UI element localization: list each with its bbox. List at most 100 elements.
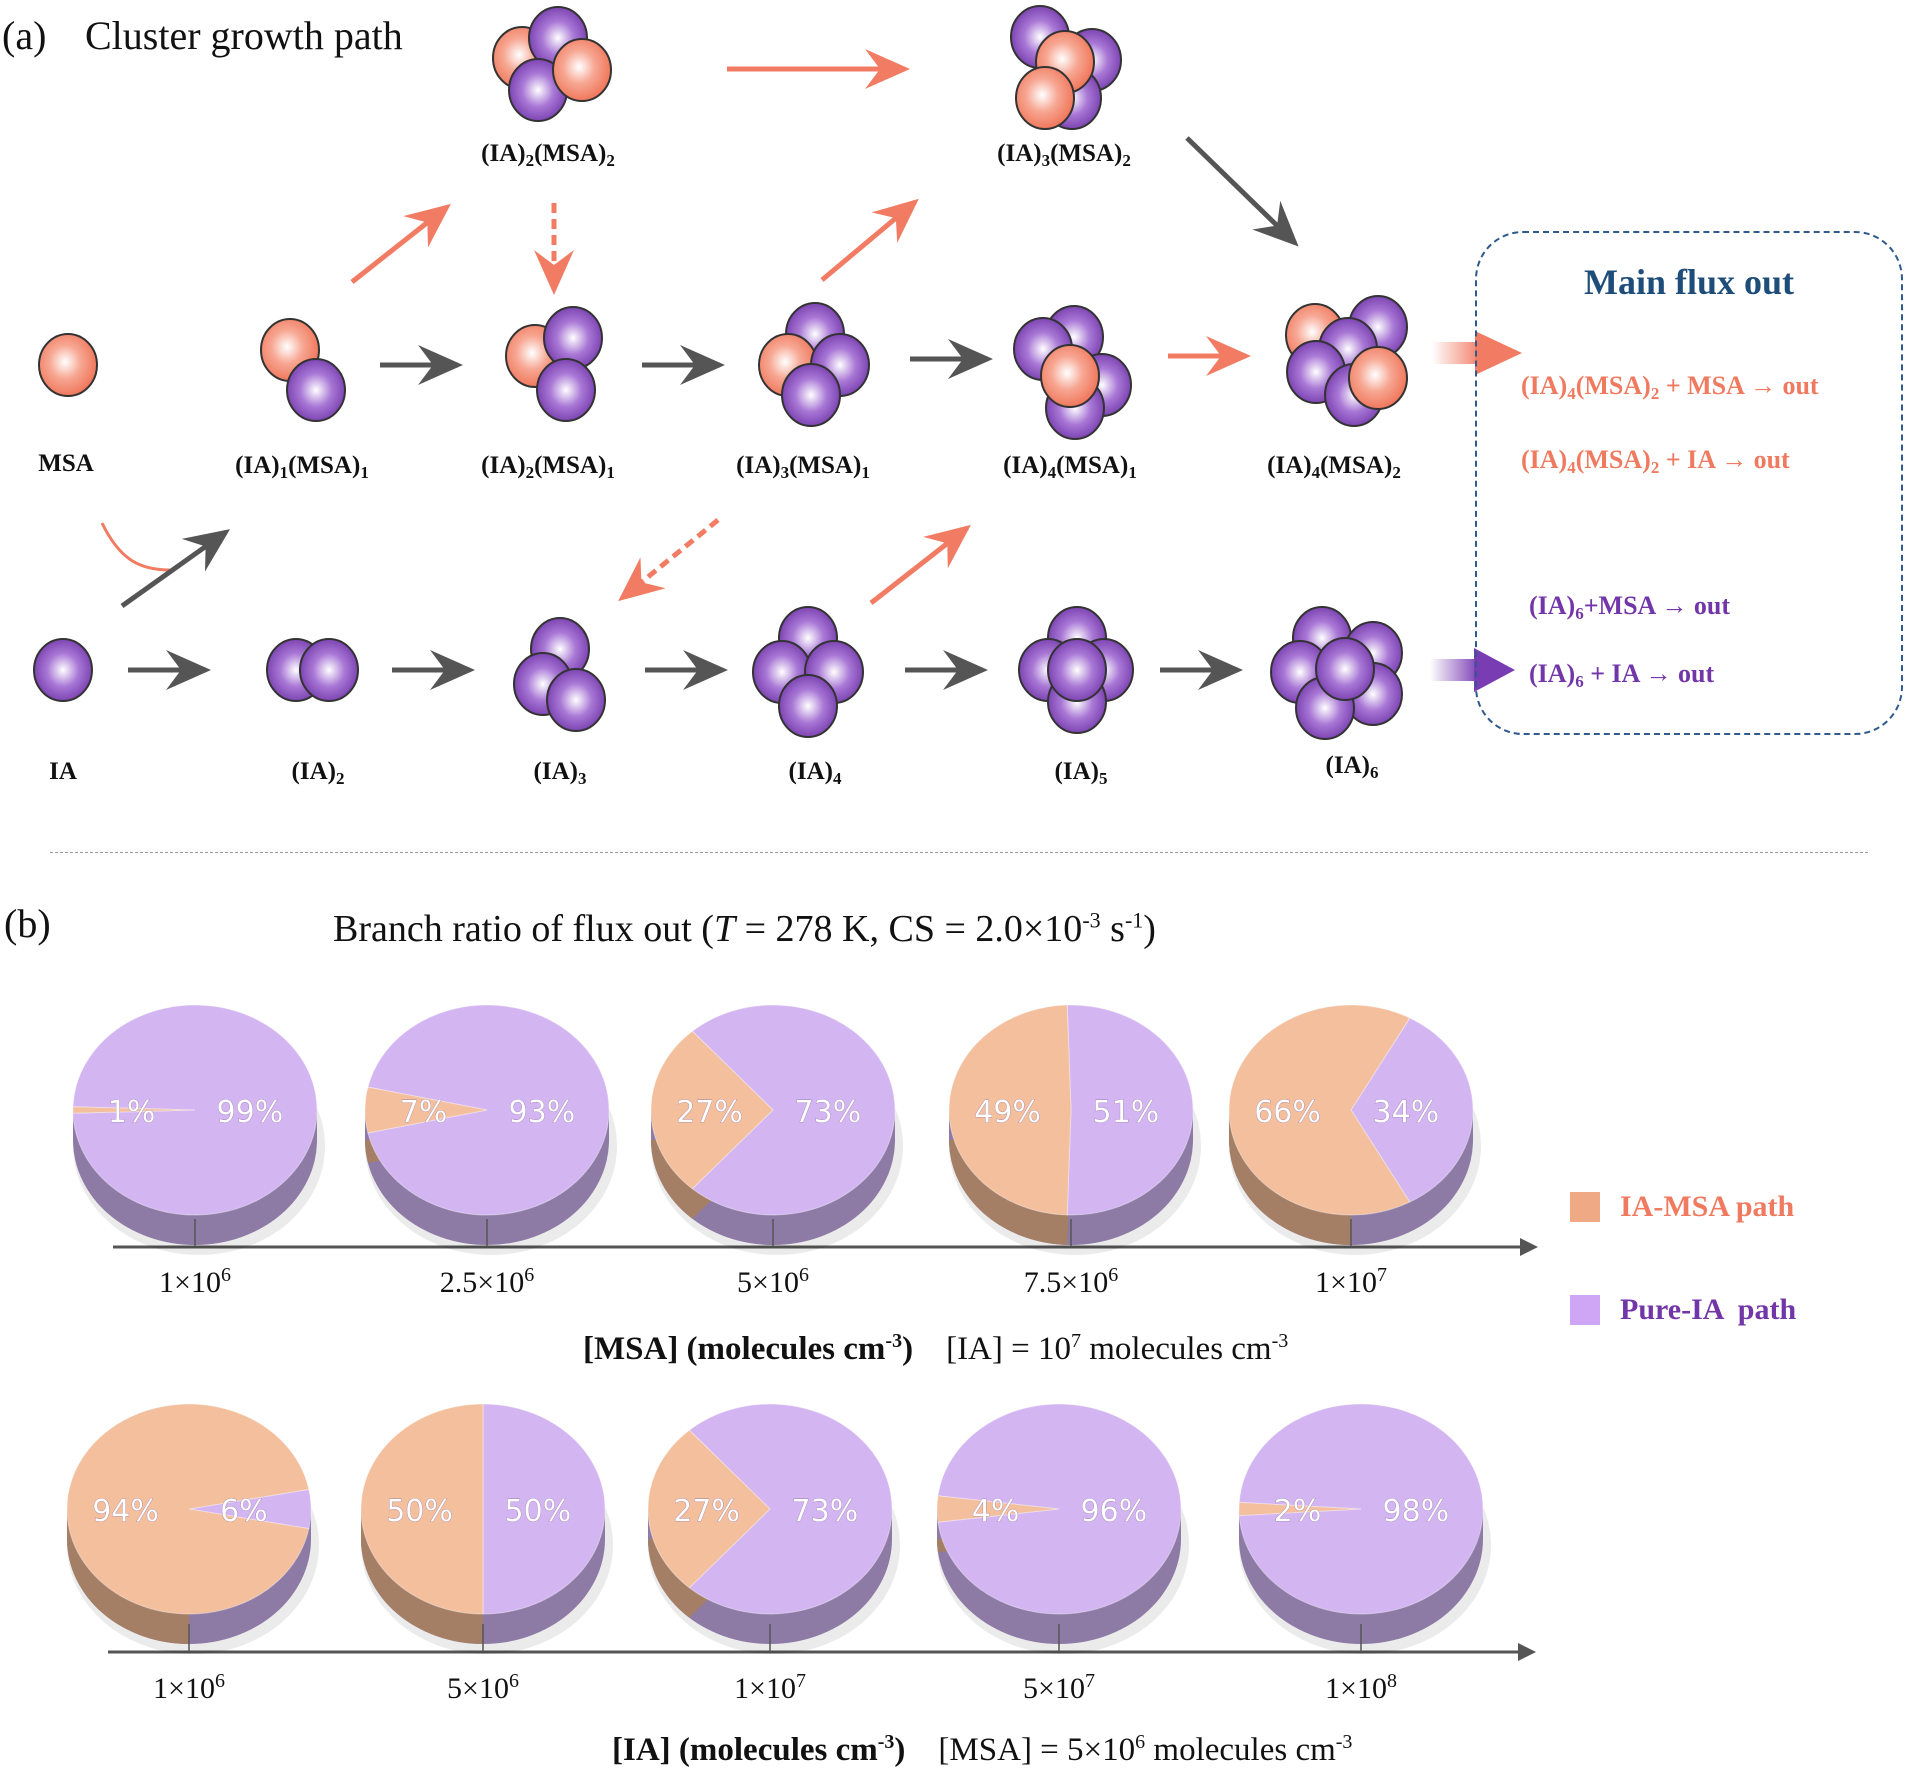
pie-side-pure-ia: [361, 1434, 605, 1644]
pie-side-pure-ia: [1239, 1434, 1483, 1644]
label-ia-msa-percent: 50%: [386, 1494, 453, 1529]
label-ia-msa-percent: 49%: [974, 1095, 1041, 1130]
tick-label: 1×108: [1325, 1670, 1397, 1705]
pie-side-pure-ia: [949, 1035, 1193, 1245]
panel-separator: [50, 852, 1868, 853]
pie-side-pure-ia: [365, 1035, 609, 1245]
cluster-ia2msa1: [505, 306, 603, 422]
label-ia-msa-percent: 7%: [400, 1095, 448, 1130]
legend-label-ia-msa: IA-MSA path: [1620, 1190, 1795, 1223]
row1-axis-arrowhead: [1520, 1238, 1538, 1256]
slice-ia-msa: [948, 1004, 1072, 1216]
ia-molecule: [33, 638, 93, 702]
main-flux-out-box: Main flux out (IA)4(MSA)2 + MSA → out (I…: [1475, 231, 1903, 735]
slice-pure-ia: [367, 1004, 610, 1216]
ia-molecule: [778, 674, 838, 738]
label-pure-ia-percent: 50%: [505, 1494, 572, 1529]
cluster-ia3: [513, 617, 606, 732]
pie-side-pure-ia: [73, 1035, 317, 1245]
arrow-ia3msa1-to-ia3-dashed: [618, 518, 720, 602]
cluster-label-ia5: (IA)5: [1054, 758, 1108, 788]
pie-side-band: [1229, 1110, 1473, 1140]
pie-row1-4: 49%51%: [948, 1004, 1201, 1255]
slice-ia-msa: [364, 1086, 488, 1134]
cluster-ia4msa1: [1013, 305, 1132, 440]
pie-side-band: [648, 1509, 892, 1539]
slice-ia-msa: [66, 1403, 310, 1615]
slice-ia-msa: [650, 1030, 774, 1190]
label-ia-msa-percent: 27%: [676, 1095, 743, 1130]
slice-ia-msa: [72, 1106, 196, 1114]
ia-molecule: [1315, 637, 1375, 701]
pie-side-ia-msa: [651, 1140, 773, 1219]
label-ia-msa-percent: 4%: [972, 1494, 1020, 1529]
pie-row1-5: 66%34%: [1228, 1004, 1481, 1255]
pie-row2-4: 4%96%: [936, 1403, 1189, 1654]
cluster-ia4: [752, 606, 864, 738]
pie-shadow: [365, 1037, 617, 1255]
slice-ia-msa: [1228, 1004, 1411, 1216]
pie-side-pure-ia: [648, 1434, 892, 1644]
pie-shadow: [651, 1037, 903, 1255]
flux-line-ia6-ia: (IA)6 + IA → out: [1529, 659, 1715, 691]
flux-line-ia4msa2-msa: (IA)4(MSA)2 + MSA → out: [1521, 371, 1819, 403]
label-pure-ia-percent: 93%: [509, 1095, 576, 1130]
tick-label: 1×107: [1315, 1264, 1387, 1299]
label-ia-msa-percent: 2%: [1274, 1494, 1322, 1529]
cluster-label-ia4msa1: (IA)4(MSA)1: [1003, 452, 1137, 482]
label-ia-msa-percent: 94%: [92, 1494, 159, 1529]
pie-shadow: [949, 1037, 1201, 1255]
cluster-label-ia3msa1: (IA)3(MSA)1: [736, 452, 870, 482]
pie-side-pure-ia: [937, 1434, 1181, 1644]
pie-row1-1: 1% 99%: [72, 1004, 325, 1255]
tick-label: 7.5×106: [1023, 1264, 1119, 1299]
slice-pure-ia: [691, 1004, 896, 1216]
cluster-ia1msa1: [260, 318, 346, 422]
cluster-label-ia2msa2: (IA)2(MSA)2: [481, 140, 615, 170]
arrow-ia4-to-ia4msa1: [869, 524, 971, 605]
panel-b-title: Branch ratio of flux out (T = 278 K, CS …: [333, 907, 1156, 950]
pie-shadow: [361, 1436, 613, 1654]
flux-out-arrow-ia-msa: [1432, 331, 1522, 375]
pie-side-band: [937, 1509, 1181, 1539]
cluster-label-ia6: (IA)6: [1325, 752, 1379, 782]
tick-label: 5×106: [737, 1264, 809, 1299]
pie-side-band: [1239, 1509, 1483, 1539]
slice-ia-msa: [647, 1429, 771, 1589]
label-pure-ia-percent: 6%: [220, 1494, 268, 1529]
flux-line-ia6-msa: (IA)6+MSA → out: [1529, 591, 1730, 623]
msa-molecule: [38, 333, 98, 397]
slice-pure-ia: [1238, 1403, 1484, 1615]
label-ia-msa-percent: 1%: [108, 1095, 156, 1130]
label-ia-msa-percent: 66%: [1254, 1095, 1321, 1130]
pie-side-band: [361, 1509, 605, 1539]
row2-axis-label: [IA] (molecules cm-3) [MSA] = 5×106 mole…: [612, 1731, 1353, 1768]
cluster-msa: [38, 333, 98, 397]
flux-box-title: Main flux out: [1583, 262, 1795, 302]
pie-row2-5: 2% 98%: [1238, 1403, 1491, 1654]
legend-swatch-ia-msa: [1570, 1192, 1600, 1222]
label-pure-ia-percent: 98%: [1383, 1494, 1450, 1529]
legend-pure-ia-path: Pure-IA path: [1570, 1293, 1796, 1327]
cluster-label-ia4msa2: (IA)4(MSA)2: [1267, 452, 1401, 482]
pie-row1-2: 7% 93%: [364, 1004, 617, 1255]
pie-shadow: [648, 1436, 900, 1654]
pie-shadow: [67, 1436, 319, 1654]
cluster-ia2msa2: [492, 6, 612, 122]
cluster-ia3msa2: [1010, 5, 1122, 130]
pie-row1-3: 27%73%: [650, 1004, 903, 1255]
label-ia-msa-percent: 27%: [673, 1494, 740, 1529]
cluster-ia6: [1270, 606, 1403, 740]
pie-side-band-ia-msa: [67, 1509, 189, 1539]
pie-side-band: [73, 1110, 317, 1140]
pie-side-band: [67, 1509, 311, 1539]
ia-molecule: [536, 358, 596, 422]
ia-molecule: [1047, 638, 1107, 702]
pie-side-band: [949, 1110, 1193, 1140]
tick-label: 1×106: [153, 1670, 225, 1705]
panel-a-label: (a): [2, 13, 47, 58]
slice-pure-ia: [482, 1403, 606, 1615]
msa-molecule: [552, 38, 612, 102]
msa-molecule: [1040, 344, 1100, 408]
label-pure-ia-percent: 99%: [217, 1095, 284, 1130]
